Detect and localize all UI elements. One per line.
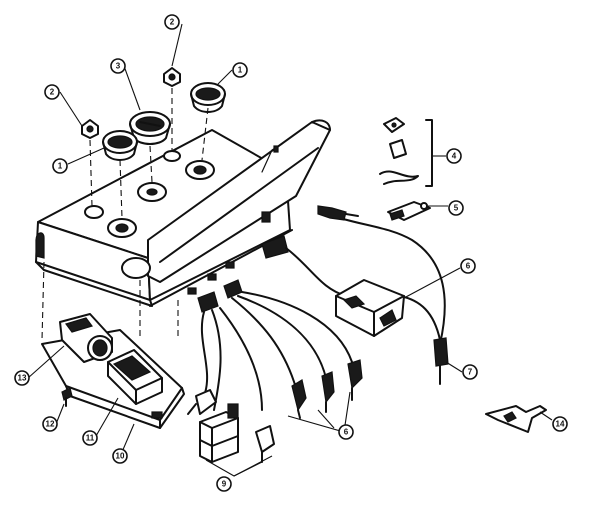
battery-13 xyxy=(59,313,113,363)
svg-text:10: 10 xyxy=(116,452,125,461)
knob-1-right xyxy=(190,82,226,113)
housing xyxy=(35,119,331,307)
bracket-parts-4 xyxy=(379,117,446,187)
callout-11: 11 xyxy=(82,430,98,446)
svg-text:13: 13 xyxy=(18,374,27,383)
nut-2-left xyxy=(81,119,99,139)
callout-13: 13 xyxy=(14,370,30,386)
probe-top xyxy=(317,205,359,221)
svg-text:2: 2 xyxy=(170,18,175,27)
callout-14: 14 xyxy=(552,416,568,432)
svg-text:11: 11 xyxy=(86,434,95,443)
bracket-14 xyxy=(485,405,547,433)
svg-text:3: 3 xyxy=(116,62,121,71)
callout-3: 3 xyxy=(110,58,126,74)
knob-1-left xyxy=(102,130,138,161)
callout-7: 7 xyxy=(462,364,478,380)
svg-text:4: 4 xyxy=(452,152,457,161)
callout-9: 9 xyxy=(216,476,232,492)
block-11 xyxy=(107,349,163,405)
screw-12 xyxy=(61,387,73,407)
nut-2-top xyxy=(163,67,181,87)
callout-4: 4 xyxy=(446,148,462,164)
callout-6-top: 6 xyxy=(460,258,476,274)
svg-text:2: 2 xyxy=(50,88,55,97)
svg-text:5: 5 xyxy=(454,204,459,213)
callout-2-left: 2 xyxy=(44,84,60,100)
svg-text:7: 7 xyxy=(468,368,473,377)
alligator-clip-8 xyxy=(335,279,405,337)
hole-4 xyxy=(163,150,181,162)
callout-10: 10 xyxy=(112,448,128,464)
svg-text:1: 1 xyxy=(58,162,63,171)
callout-1-left: 1 xyxy=(52,158,68,174)
test-lead-7 xyxy=(433,337,449,385)
callout-6-bottom: 6 xyxy=(338,424,354,440)
svg-text:6: 6 xyxy=(344,428,349,437)
callout-1-right: 1 xyxy=(232,62,248,78)
svg-text:14: 14 xyxy=(556,420,565,429)
svg-text:12: 12 xyxy=(46,420,55,429)
hole-1 xyxy=(84,205,104,219)
cables xyxy=(197,211,446,411)
callout-2-top: 2 xyxy=(164,14,180,30)
clip-5 xyxy=(387,201,431,221)
plug-block-9 xyxy=(199,403,275,463)
svg-text:6: 6 xyxy=(466,262,471,271)
svg-text:1: 1 xyxy=(238,66,243,75)
callout-12: 12 xyxy=(42,416,58,432)
callout-5: 5 xyxy=(448,200,464,216)
svg-text:9: 9 xyxy=(222,480,227,489)
probe-tips xyxy=(187,359,363,419)
